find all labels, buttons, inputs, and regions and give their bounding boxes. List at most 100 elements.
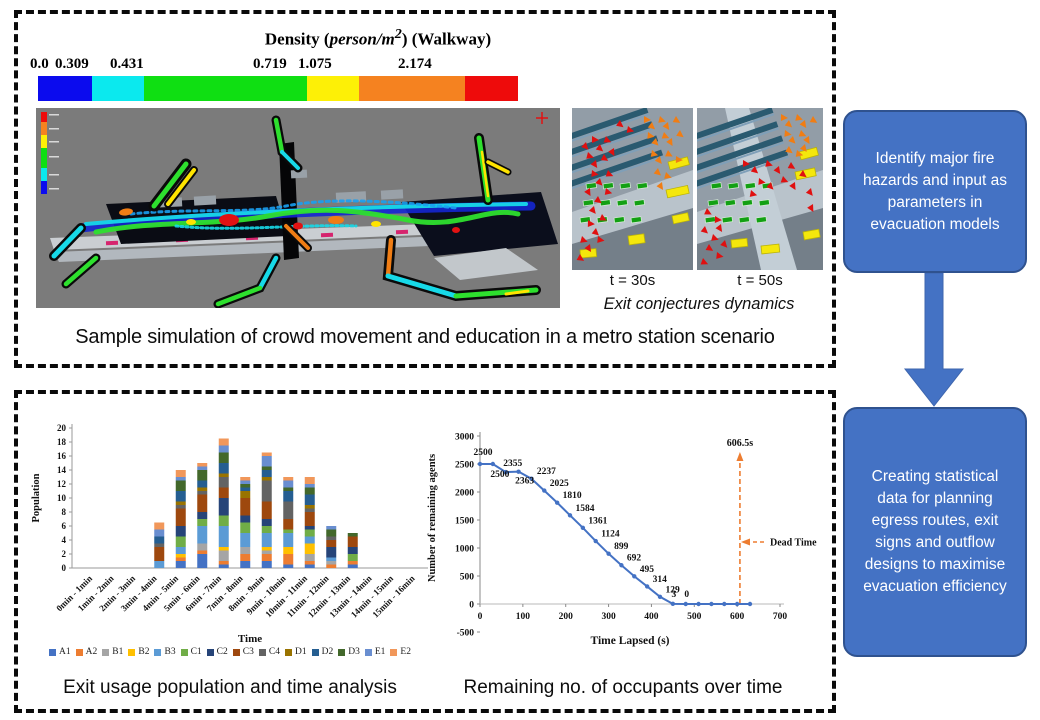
colorbar-segment — [359, 76, 465, 101]
bar-segment — [283, 519, 294, 530]
legend-swatch — [311, 648, 319, 656]
svg-text:Number of remaining agents: Number of remaining agents — [427, 454, 438, 582]
bar-segment — [261, 519, 272, 526]
svg-text:1000: 1000 — [455, 545, 474, 555]
bar-segment — [304, 526, 315, 530]
legend-label: E1 — [374, 647, 386, 657]
svg-text:1584: 1584 — [576, 504, 595, 514]
fare-gates — [704, 182, 773, 224]
bar-segment — [175, 536, 186, 547]
bar-segment — [197, 494, 208, 512]
legend-label: D2 — [321, 647, 334, 657]
legend-label: C4 — [268, 647, 280, 657]
colorbar-segment — [92, 76, 144, 101]
bar-segment — [218, 515, 229, 526]
bar-segment — [218, 445, 229, 453]
bar-segment — [283, 554, 294, 565]
bar-segment — [240, 533, 251, 547]
bar-segment — [218, 473, 229, 477]
snapshots-caption: Exit conjectures dynamics — [603, 295, 795, 313]
legend-swatch — [180, 648, 188, 656]
legend-label: A1 — [59, 647, 71, 657]
bar-segment — [304, 543, 315, 554]
bar-segment — [261, 466, 272, 470]
gate-rows — [572, 108, 664, 196]
down-arrow-icon — [903, 273, 965, 407]
bar-segment — [197, 554, 208, 568]
bar-segment — [304, 529, 315, 537]
bar-segment — [175, 470, 186, 477]
legend-label: B1 — [112, 647, 124, 657]
bar-segment — [175, 505, 186, 509]
bar-segment — [154, 547, 165, 561]
svg-text:2: 2 — [62, 549, 67, 559]
svg-text:4: 4 — [62, 535, 67, 545]
bar-segment — [197, 480, 208, 488]
bar-segment — [326, 536, 337, 540]
legend-swatch — [338, 648, 346, 656]
legend-label: E2 — [400, 647, 411, 657]
density-title-prefix: Density ( — [264, 29, 330, 49]
legend-swatch — [232, 648, 240, 656]
bar-segment — [197, 519, 208, 526]
bar-segment — [304, 477, 315, 484]
bar-segment — [261, 554, 272, 561]
svg-text:2237: 2237 — [537, 467, 556, 477]
dead-time-legend-arrow-icon — [741, 538, 750, 546]
svg-text:1361: 1361 — [588, 516, 607, 526]
bar-segment — [261, 526, 272, 533]
bar-segment — [197, 463, 208, 467]
bar-segment — [261, 470, 272, 477]
bar-segment — [304, 561, 315, 565]
bar-segment — [283, 487, 294, 491]
colorbar-segment — [144, 76, 307, 101]
platform-band-lower — [54, 232, 545, 262]
density-paths — [76, 199, 536, 235]
density-title-math: person/m — [329, 29, 395, 49]
density-legend-title: Density (person/m2) (Walkway) — [138, 26, 618, 50]
legend-swatch — [364, 648, 372, 656]
bar-chart-caption: Exit usage population and time analysis — [63, 677, 397, 698]
colorbar-tick-label: 0.309 — [55, 56, 89, 72]
bar-segment — [326, 561, 337, 565]
bar-segment — [304, 487, 315, 495]
bar-segment — [197, 470, 208, 481]
bar-segment — [197, 550, 208, 554]
bar-segment — [304, 484, 315, 488]
bar-segment — [304, 512, 315, 526]
legend-label: C2 — [216, 647, 228, 657]
bar-segment — [304, 505, 315, 509]
bar-segment — [283, 564, 294, 568]
bar-segment — [154, 536, 165, 544]
svg-text:600: 600 — [730, 612, 745, 622]
bar-segment — [304, 494, 315, 505]
bar-segment — [175, 491, 186, 502]
colorbar-tick-label: 0.0 — [30, 56, 49, 72]
colorbar-tick-label: 0.719 — [253, 56, 287, 72]
legend-item: D3 — [338, 647, 360, 657]
colorbar-tick-label: 2.174 — [398, 56, 432, 72]
bar-segment — [175, 547, 186, 554]
bar-segment — [154, 543, 165, 547]
colorbar-tick-label: 0.431 — [110, 56, 144, 72]
density-colorbar — [38, 76, 518, 101]
svg-text:400: 400 — [644, 612, 659, 622]
bar-segment — [154, 529, 165, 537]
bar-segment — [175, 501, 186, 505]
colorbar-segment — [38, 76, 92, 101]
legend-swatch — [102, 648, 110, 656]
svg-text:1810: 1810 — [563, 491, 582, 501]
station-arms — [49, 115, 541, 308]
legend-item: B1 — [102, 647, 123, 657]
svg-text:0: 0 — [684, 590, 689, 600]
svg-text:314: 314 — [653, 575, 668, 585]
legend-item: C1 — [180, 647, 202, 657]
legend-label: C1 — [190, 647, 202, 657]
bar-segment — [240, 561, 251, 568]
bar-segment — [175, 554, 186, 558]
svg-text:2500: 2500 — [490, 470, 509, 480]
bar-segment — [304, 536, 315, 544]
exit-highlight — [730, 146, 821, 255]
